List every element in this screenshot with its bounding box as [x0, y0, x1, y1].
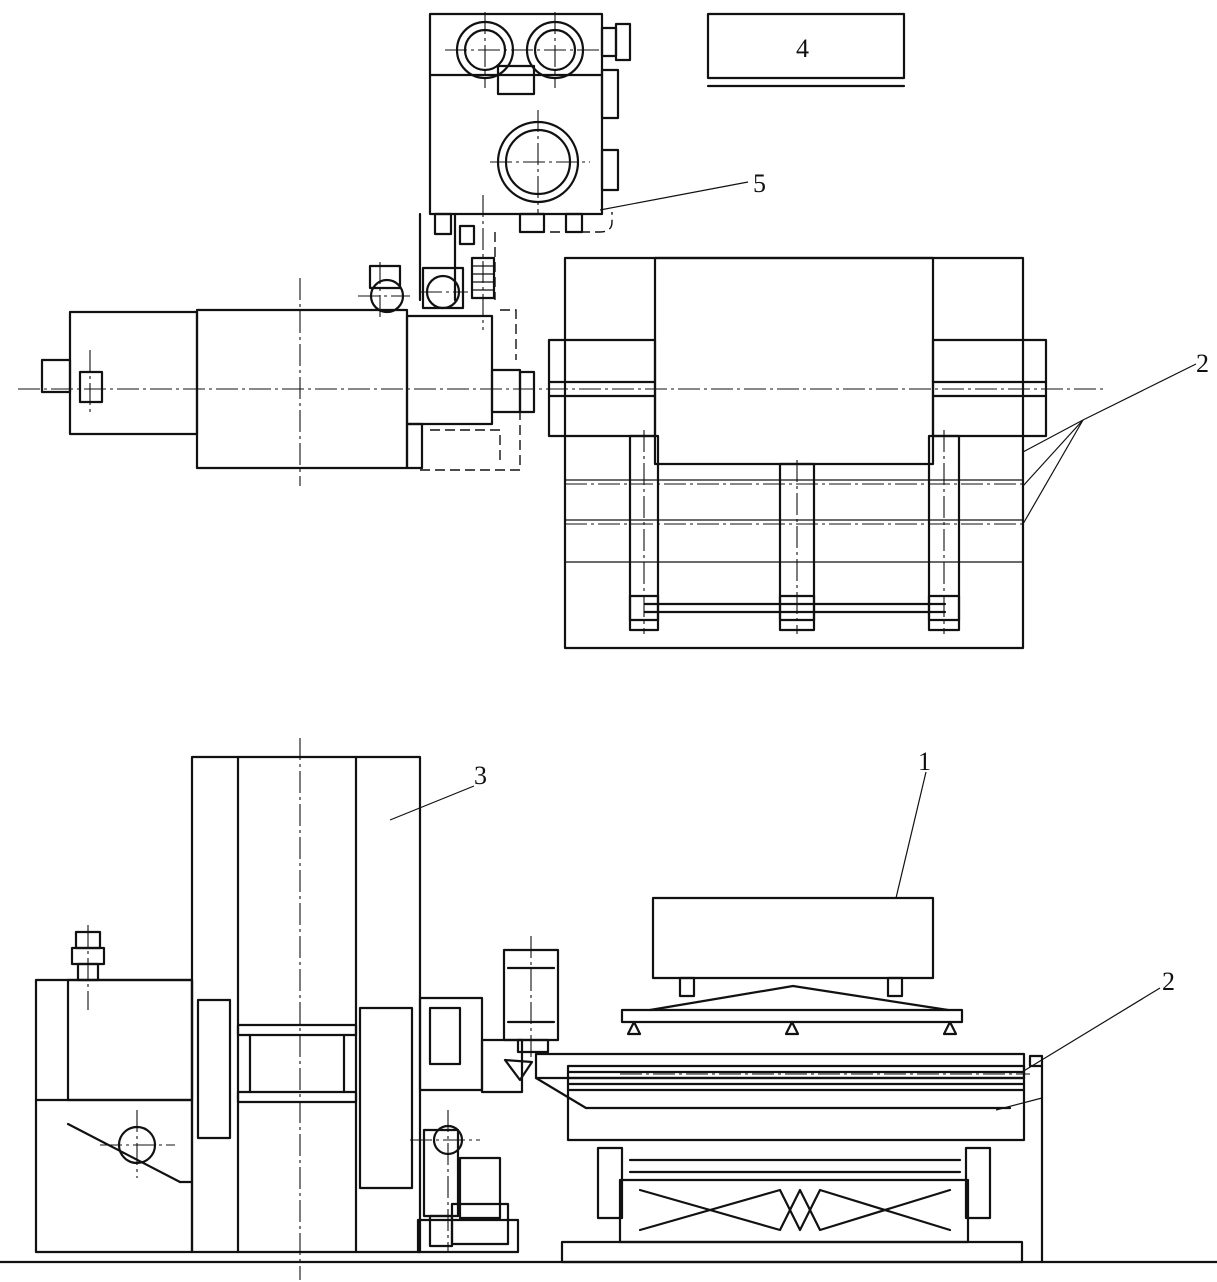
coupling-elevation [410, 936, 560, 1254]
leader-2-top-b [1022, 419, 1084, 453]
leader-2-bottom-b [995, 1097, 1043, 1111]
coupling-assembly [358, 195, 517, 360]
plan-view [18, 12, 1197, 650]
gearbox-unit [428, 12, 632, 236]
rolling-mill-plan [18, 256, 1105, 650]
electrical-cabinet [706, 12, 906, 88]
part-label-5: 5 [753, 169, 766, 198]
leader-5 [599, 181, 749, 211]
mill-stand [190, 738, 422, 1280]
part-label-1: 1 [918, 747, 931, 776]
leader-3 [389, 785, 475, 821]
elevation-view [0, 738, 1217, 1280]
main-drive-elevation [34, 925, 194, 1254]
part-label-3: 3 [474, 761, 487, 790]
main-drive-plan [40, 278, 536, 486]
leader-2-top-d [1022, 419, 1084, 525]
part-label-4: 4 [796, 34, 809, 63]
part-label-2-top: 2 [1196, 349, 1209, 378]
work-table [0, 1052, 1217, 1264]
leader-2-top-c [1022, 419, 1084, 487]
upper-press [620, 896, 1030, 1075]
leader-2-top-a [1082, 363, 1197, 421]
leader-2-bottom-a [1021, 987, 1161, 1073]
part-label-2-bottom: 2 [1162, 967, 1175, 996]
leader-1 [895, 771, 927, 899]
